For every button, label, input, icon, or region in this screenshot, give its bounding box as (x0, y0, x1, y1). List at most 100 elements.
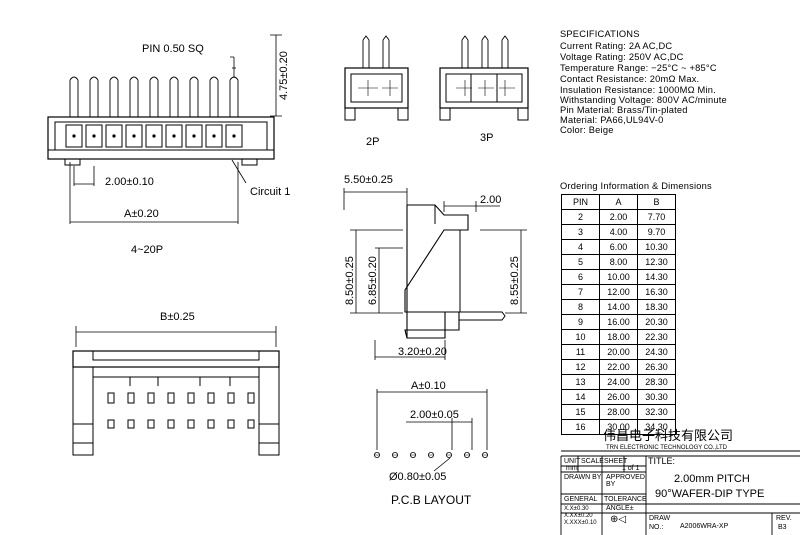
side-height-685-label: 6.85±0.20 (367, 256, 379, 305)
table-cell: 30.30 (637, 389, 676, 405)
scale-label: SCALE (581, 458, 604, 465)
table-cell: 24.00 (599, 374, 638, 390)
column-header: B (637, 194, 676, 210)
table-cell: 28.00 (599, 404, 638, 420)
table-cell: 12.00 (599, 284, 638, 300)
revision-label: REV. (776, 515, 792, 522)
table-cell: 2 (561, 209, 600, 225)
tolerance-line-2: X.XX±0.20 (564, 513, 593, 519)
unit-value: mm (566, 465, 578, 472)
table-cell: 12.30 (637, 254, 676, 270)
three-pin-label: 3P (480, 132, 494, 144)
draw-label: DRAW (649, 515, 671, 522)
specifications-heading: SPECIFICATIONS (560, 29, 640, 39)
side-width-label: 5.50±0.25 (344, 174, 393, 186)
company-english-name: TRN ELECTRONIC TECHNOLOGY CO.,LTD (606, 445, 728, 451)
table-cell: 7.70 (637, 209, 676, 225)
side-height-855-label: 8.55±0.25 (509, 256, 521, 305)
table-cell: 18.00 (599, 329, 638, 345)
table-cell: 12 (561, 359, 600, 375)
table-cell: 8 (561, 299, 600, 315)
table-cell: 5 (561, 254, 600, 270)
table-cell: 20.30 (637, 314, 676, 330)
spec-line: Withstanding Voltage: 800V AC/minute (560, 95, 727, 105)
top-view-connector (72, 326, 280, 456)
spec-line: Temperature Range: −25°C ~ +85°C (560, 63, 717, 73)
table-cell: 2.00 (599, 209, 638, 225)
spec-line: Pin Material: Brass/Tin-plated (560, 105, 688, 115)
table-cell: 14.30 (637, 269, 676, 285)
spec-line: Color: Beige (560, 125, 614, 135)
pcb-holes (373, 451, 488, 458)
drawn-by-label: DRAWN BY (564, 474, 602, 481)
pcb-layout-title: P.C.B LAYOUT (391, 493, 472, 507)
table-cell: 18.30 (637, 299, 676, 315)
tolerance-line-3: X.XXX±0.10 (564, 520, 597, 526)
table-cell: 13 (561, 374, 600, 390)
table-cell: 16.00 (599, 314, 638, 330)
spec-line: Contact Resistance: 20mΩ Max. (560, 74, 700, 84)
revision-value: B3 (778, 524, 787, 531)
table-cell: 14 (561, 389, 600, 405)
column-header: A (599, 194, 638, 210)
table-cell: 22.30 (637, 329, 676, 345)
b-dimension-label: B±0.25 (160, 311, 195, 323)
title-line-2: 90°WAFER-DIP TYPE (655, 488, 765, 500)
height-dimension-label: 4.75±0.20 (278, 51, 290, 100)
table-cell: 10.30 (637, 239, 676, 255)
circuit-one-label: Circuit 1 (250, 186, 291, 198)
pcb-pitch-label: 2.00±0.05 (410, 409, 459, 421)
drawing-number: A2006WRA-XP (680, 523, 729, 530)
sheet-value: 1 of 1 (622, 465, 640, 472)
pcb-a-dimension-label: A±0.10 (411, 380, 446, 392)
table-cell: 6.00 (599, 239, 638, 255)
table-cell: 26.00 (599, 389, 638, 405)
side-offset-label: 2.00 (480, 194, 502, 206)
pcb-hole-label: Ø0.80±0.05 (389, 471, 447, 483)
title-block-frame (560, 450, 800, 535)
table-cell: 9.70 (637, 224, 676, 240)
table-cell: 10.00 (599, 269, 638, 285)
table-cell: 4 (561, 239, 600, 255)
table-cell: 22.00 (599, 359, 638, 375)
company-chinese-name: 伟昌电子科技有限公司 (603, 429, 734, 444)
side-view-connector (343, 188, 527, 360)
unit-label: UNIT (564, 458, 581, 465)
pcb-layout-view (373, 389, 488, 472)
spec-line: Voltage Rating: 250V AC,DC (560, 52, 684, 62)
table-cell: 11 (561, 344, 600, 360)
table-cell: 32.30 (637, 404, 676, 420)
three-pin-view (439, 35, 529, 121)
table-cell: 10 (561, 329, 600, 345)
table-cell: 6 (561, 269, 600, 285)
side-height-850-label: 8.50±0.25 (344, 256, 356, 305)
pin-square-label: PIN 0.50 SQ (142, 43, 204, 55)
side-pin-offset-label: 3.20±0.20 (398, 346, 447, 358)
table-cell: 16 (561, 419, 600, 435)
table-cell: 8.00 (599, 254, 638, 270)
table-cell: 28.30 (637, 374, 676, 390)
table-cell: 15 (561, 404, 600, 420)
spec-line: Insulation Resistance: 1000MΩ Min. (560, 85, 716, 95)
table-cell: 16.30 (637, 284, 676, 300)
spec-line: Current Rating: 2A AC,DC (560, 41, 673, 51)
front-view-connector (47, 34, 282, 224)
pin-range-label: 4~20P (131, 244, 164, 256)
two-pin-view (344, 35, 409, 121)
two-pin-label: 2P (366, 136, 380, 148)
